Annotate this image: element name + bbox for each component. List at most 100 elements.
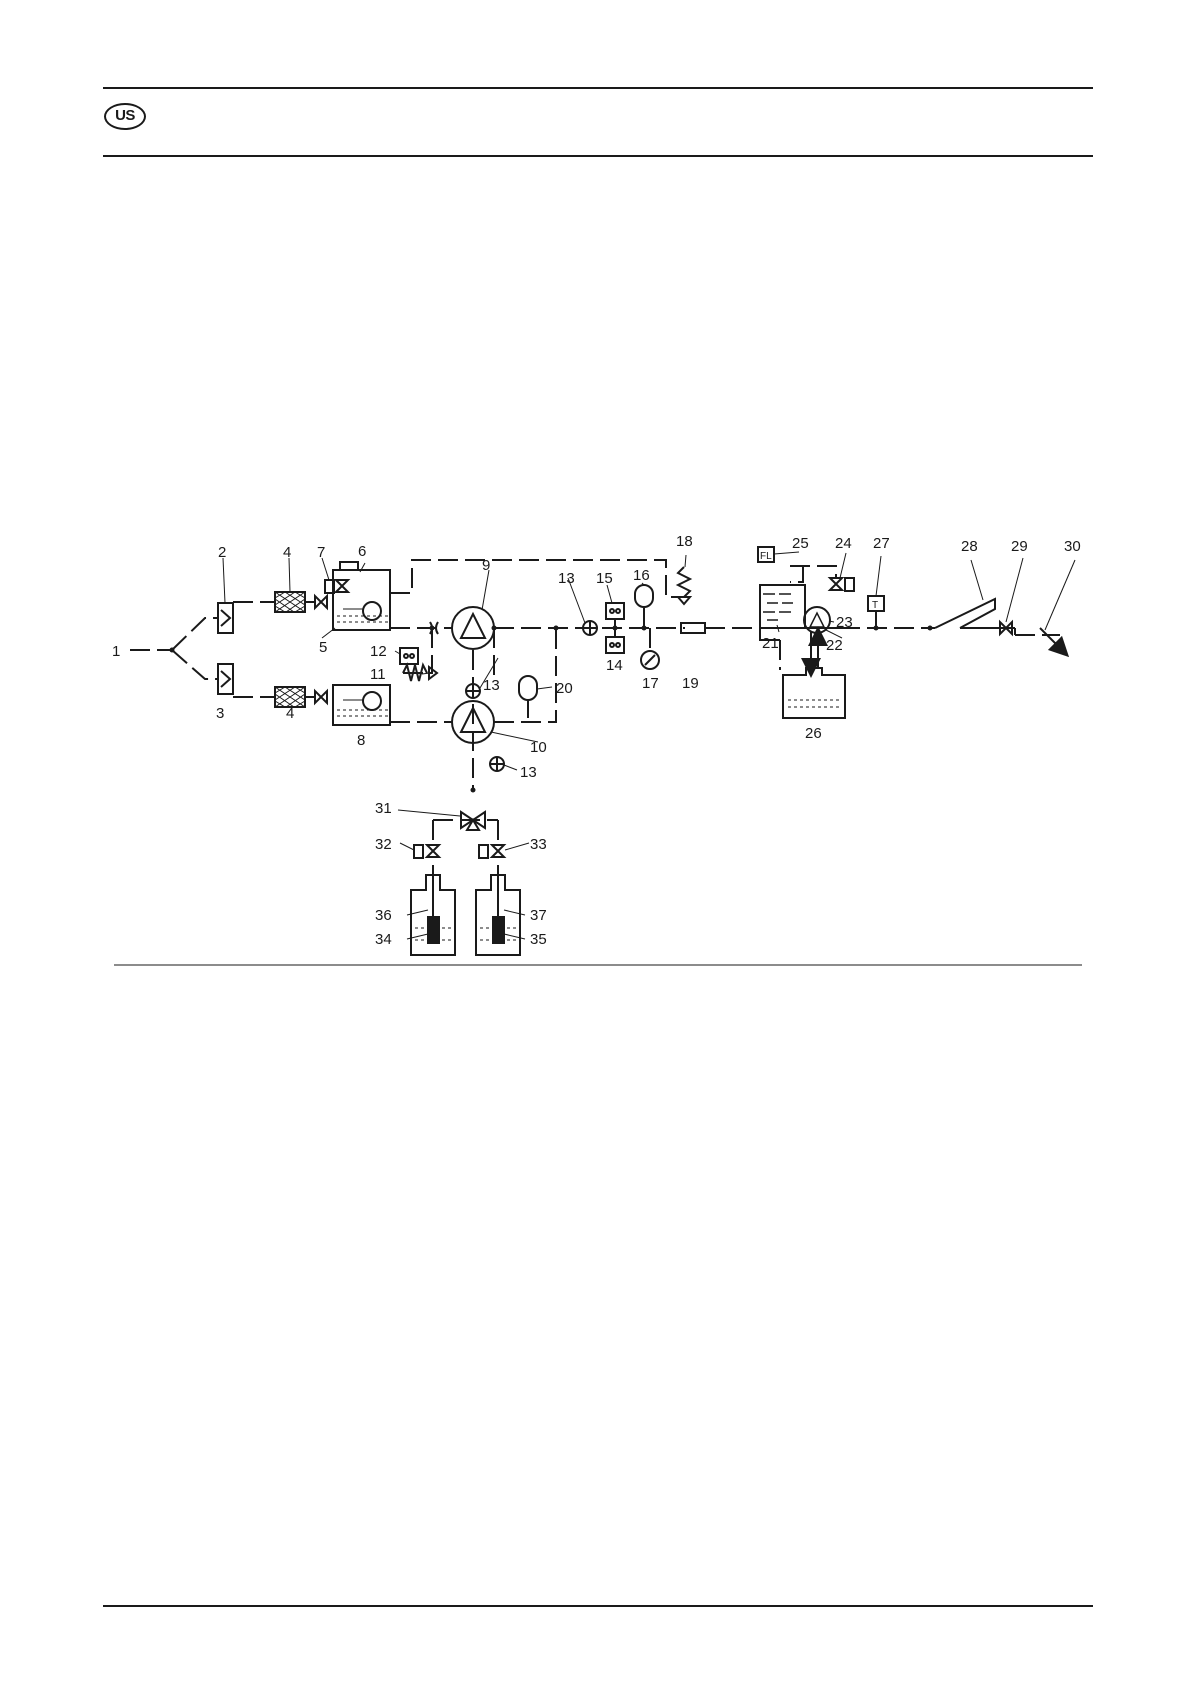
filter-lower-icon: [274, 686, 306, 708]
label-20: 20: [556, 680, 573, 697]
junction-dots: [169, 625, 933, 793]
label-24: 24: [835, 535, 852, 552]
label-14: 14: [606, 657, 623, 674]
valve-7-icon: [333, 579, 351, 593]
label-28: 28: [961, 538, 978, 555]
label-3: 3: [216, 705, 224, 722]
accumulator-20-icon: [518, 675, 538, 701]
pressure-switch-12-icon: [399, 647, 419, 665]
label-6: 6: [358, 543, 366, 560]
label-37: 37: [530, 907, 547, 924]
pump-9-icon: [451, 606, 495, 650]
check-valve-13-upper-icon: [465, 683, 481, 699]
label-30: 30: [1064, 538, 1081, 555]
label-35: 35: [530, 931, 547, 948]
label-16: 16: [633, 567, 650, 584]
region-code: US: [115, 107, 135, 124]
inlet-branch-lower: [171, 649, 218, 680]
part-labels: 1 2 3 4 4 5 6 7 8 9 10 11 12 13 13 13 14…: [112, 533, 1081, 948]
heater-21: [759, 584, 806, 641]
label-21: 21: [762, 635, 779, 652]
inlet-valve-lower-icon: [314, 688, 328, 706]
three-way-valve-31-icon: [460, 810, 486, 831]
label-25: 25: [792, 535, 809, 552]
fl-to-heater: [790, 567, 804, 583]
nozzle-30: [1039, 627, 1070, 658]
check-valve-3-icon: [217, 663, 234, 695]
pump9-bypass: [400, 628, 433, 674]
label-15: 15: [596, 570, 613, 587]
inlet-branch-upper: [171, 617, 218, 651]
check-valve-13-main-icon: [582, 620, 598, 636]
dosing-valve-33-icon: [489, 844, 507, 858]
header-top-rule: [103, 87, 1093, 89]
overflow-return-pipe: [390, 559, 681, 598]
label-32: 32: [375, 836, 392, 853]
label-1: 1: [112, 643, 120, 660]
label-2: 2: [218, 544, 226, 561]
pressure-gauge-17-icon: [640, 650, 660, 670]
label-11: 11: [370, 666, 386, 683]
fuel-valve-24-icon: [827, 577, 845, 591]
label-10: 10: [530, 739, 547, 756]
check-valve-13-lower-icon: [489, 756, 505, 772]
inlet-valve-upper-icon: [314, 593, 328, 611]
pressure-switch-15-icon: [605, 602, 625, 620]
relief-valve-18-spring: [675, 566, 693, 598]
region-badge-oval: [104, 103, 146, 130]
fl-to-valve24: [790, 565, 837, 577]
chemical-bottle-37: [475, 874, 521, 956]
label-7: 7: [317, 544, 325, 561]
flame-sensor-letters: FL: [760, 551, 772, 562]
filter-35-icon: [492, 916, 505, 944]
check-valve-2-icon: [217, 602, 234, 634]
dosing-valve-32-icon: [424, 844, 442, 858]
label-4-lower: 4: [286, 705, 294, 722]
relief-valve-11-spring: [402, 662, 428, 682]
float-tank-upper: [332, 561, 391, 631]
filter-upper-icon: [274, 591, 306, 613]
accumulator-16-icon: [634, 584, 654, 608]
label-31: 31: [375, 800, 392, 817]
dosing-solenoid-33-icon: [478, 844, 489, 859]
region-badge: US: [104, 103, 146, 130]
components: [217, 546, 1070, 956]
label-33: 33: [530, 836, 547, 853]
label-34: 34: [375, 931, 392, 948]
relief-valve-18-body: [675, 596, 693, 606]
label-36: 36: [375, 907, 392, 924]
label-26: 26: [805, 725, 822, 742]
chemical-bottle-36: [410, 874, 456, 956]
nozzle-valve-29-icon: [999, 619, 1013, 637]
label-27: 27: [873, 535, 890, 552]
label-12: 12: [370, 643, 387, 660]
fuel-solenoid-24-icon: [844, 577, 855, 592]
label-17: 17: [642, 675, 659, 692]
label-22: 22: [826, 637, 843, 654]
float-tank-lower: [332, 684, 391, 726]
filter-34-icon: [427, 916, 440, 944]
header-bottom-rule: [103, 155, 1093, 157]
leader-lines: [222, 551, 1076, 940]
pressure-switch-14-icon: [605, 636, 625, 654]
footer-rule: [103, 1605, 1093, 1607]
pipe-network: [130, 559, 1060, 875]
label-8: 8: [357, 732, 365, 749]
label-4-upper: 4: [283, 544, 291, 561]
pump10-to-main: [494, 628, 557, 723]
label-18: 18: [676, 533, 693, 550]
flame-sensor-25-box: [757, 546, 775, 563]
label-29: 29: [1011, 538, 1028, 555]
pump-10-icon: [451, 700, 495, 744]
label-13-upper: 13: [483, 677, 500, 694]
burner-pump-23-icon: [803, 606, 840, 634]
label-23: 23: [836, 614, 853, 631]
label-19: 19: [682, 675, 699, 692]
fuel-tank-26: [782, 667, 846, 719]
label-9: 9: [482, 557, 490, 574]
flow-switch-19-icon: [680, 622, 706, 634]
label-5: 5: [319, 639, 327, 656]
label-13-main: 13: [558, 570, 575, 587]
thermostat-letter: T: [872, 600, 878, 611]
